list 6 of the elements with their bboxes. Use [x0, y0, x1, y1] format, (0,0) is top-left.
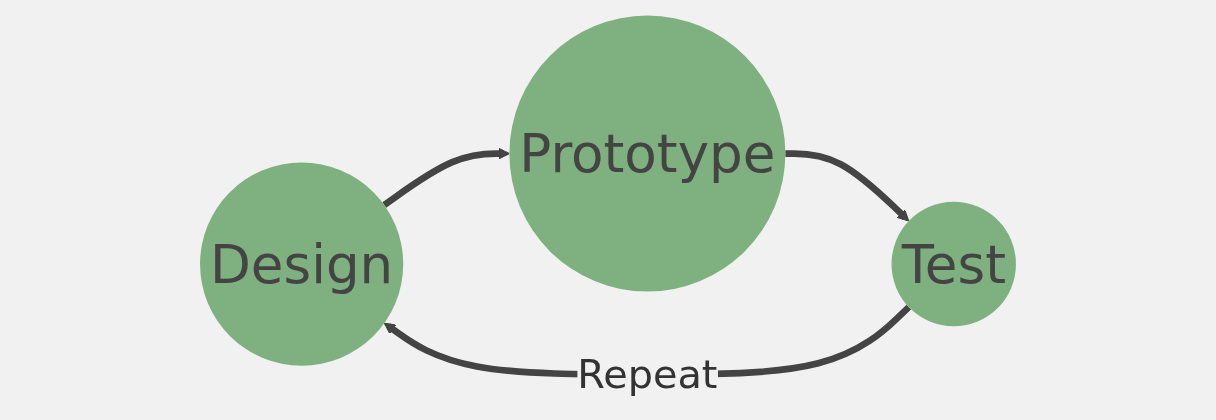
arrow: [382, 147, 510, 208]
arrow: [785, 150, 910, 222]
node-circle: Prototype: [509, 15, 786, 292]
edge-label: Repeat: [577, 351, 718, 398]
node-circle: Design: [200, 162, 404, 366]
node-circle: Test: [891, 201, 1016, 327]
